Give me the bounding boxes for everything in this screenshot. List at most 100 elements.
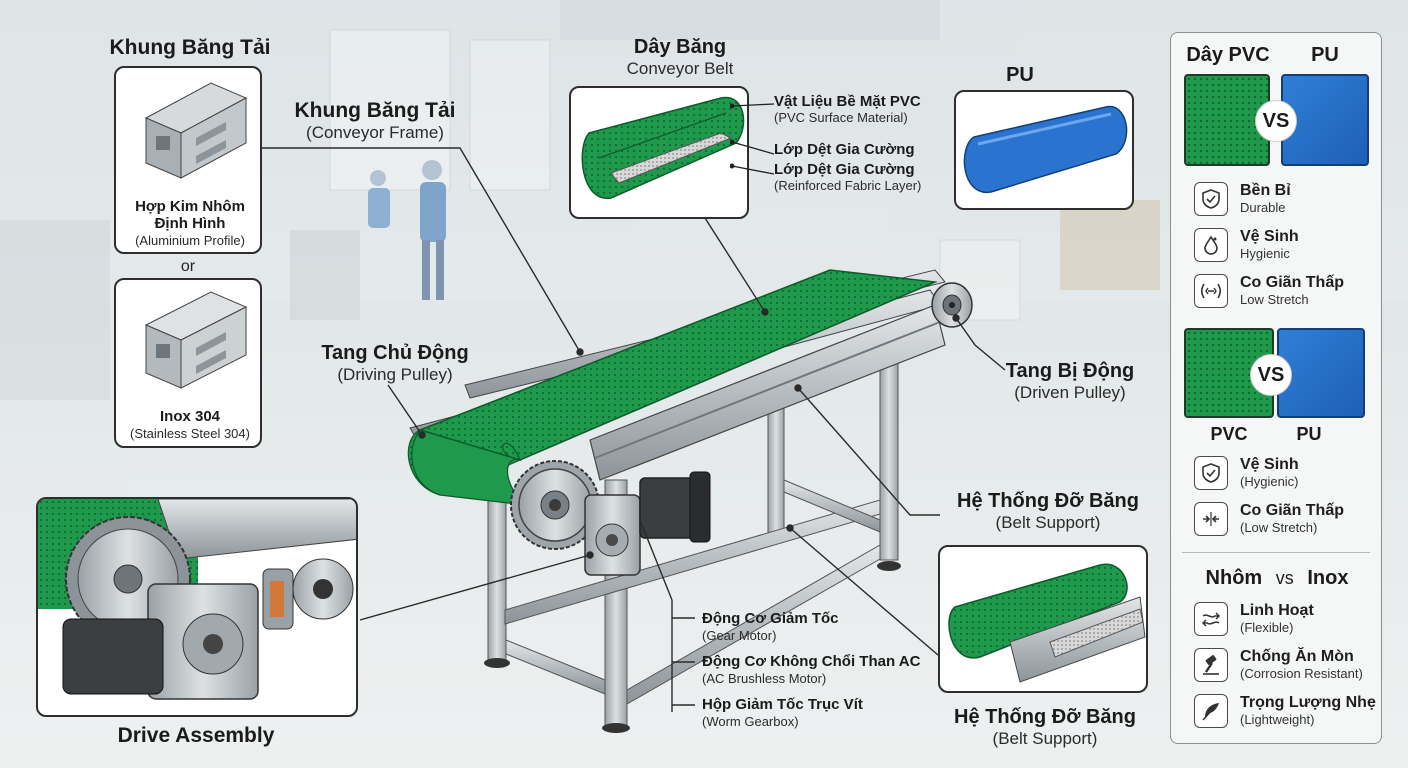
- feature-c-3: Trọng Lượng Nhẹ(Lightweight): [1194, 694, 1376, 728]
- frame-card-title: Khung Băng Tải: [109, 36, 271, 59]
- pu-belt-card: [954, 90, 1134, 210]
- belt-support-2-title: Hệ Thống Đỡ Băng: [954, 706, 1136, 728]
- motor-part-2-title: Động Cơ Không Chổi Than AC: [702, 653, 921, 670]
- driving-pulley: [510, 460, 600, 550]
- feature-c-2-title: Chống Ăn Mòn: [1240, 648, 1354, 665]
- compress-icon: [1194, 502, 1228, 536]
- compare-vs: vs: [1275, 568, 1294, 588]
- frame-label-sub: (Conveyor Frame): [306, 123, 444, 142]
- motor-part-3-sub: (Worm Gearbox): [702, 714, 799, 729]
- feature-a-3-sub: Low Stretch: [1240, 292, 1309, 307]
- frame-label: Khung Băng Tải (Conveyor Frame): [290, 100, 460, 144]
- vs-badge-top: VS: [1255, 100, 1297, 142]
- droplet-icon: [1194, 228, 1228, 262]
- feature-a-2-sub: Hygienic: [1240, 246, 1290, 261]
- feature-c-2: Chống Ăn Mòn(Corrosion Resistant): [1194, 648, 1363, 682]
- inox-profile-icon: [144, 291, 248, 389]
- belt-support-icon: [948, 563, 1146, 683]
- feather-icon: [1194, 694, 1228, 728]
- motor-part-2-sub: (AC Brushless Motor): [702, 671, 827, 686]
- feature-b-2: Co Giãn Thấp(Low Stretch): [1194, 502, 1344, 536]
- pvc-label: PVC: [1210, 424, 1248, 444]
- pu-card-title: PU: [1006, 64, 1034, 86]
- frame-label-title: Khung Băng Tải: [294, 99, 456, 122]
- motor-part-1-sub: (Gear Motor): [702, 628, 777, 643]
- feature-a-2-title: Vệ Sinh: [1240, 228, 1299, 245]
- pu-label: PU: [1296, 424, 1322, 444]
- vs-badge-bottom: VS: [1250, 354, 1292, 396]
- feature-b-2-title: Co Giãn Thấp: [1240, 502, 1344, 519]
- drive-assembly-card: [36, 497, 358, 717]
- shield-check-icon: [1194, 456, 1228, 490]
- feature-c-3-sub: (Lightweight): [1240, 712, 1315, 727]
- hammer-icon: [1194, 648, 1228, 682]
- feature-b-1: Vệ Sinh(Hygienic): [1194, 456, 1299, 490]
- driven-pulley-label: Tang Bị Động (Driven Pulley): [1000, 360, 1140, 404]
- feature-b-1-title: Vệ Sinh: [1240, 456, 1299, 473]
- belt-support-card: [938, 545, 1148, 693]
- belt-layer-3-sub: (Reinforced Fabric Layer): [774, 178, 922, 193]
- aluminium-profile-card: Hợp Kim Nhôm Định Hình (Aluminium Profil…: [114, 66, 262, 254]
- belt-label-sub: Conveyor Belt: [626, 59, 734, 78]
- panel-header-right: PU: [1311, 44, 1339, 66]
- belt-support-label: Hệ Thống Đỡ Băng (Belt Support): [948, 490, 1148, 534]
- motor-assembly: [584, 471, 711, 576]
- driven-pulley: [931, 282, 973, 328]
- belt-layer-2-title: Lớp Dệt Gia Cường: [774, 141, 915, 158]
- driven-pulley-title: Tang Bị Động: [1005, 360, 1135, 382]
- belt-label-title: Dây Băng: [633, 36, 727, 58]
- motor-part-1-title: Động Cơ Giảm Tốc: [702, 610, 839, 627]
- compare-left: Nhôm: [1205, 567, 1263, 589]
- belt-layers-card: [569, 86, 749, 219]
- panel-divider: [1182, 552, 1370, 553]
- belt-layers-legend: Vật Liệu Bề Mặt PVC (PVC Surface Materia…: [774, 94, 964, 194]
- feature-a-1-sub: Durable: [1240, 200, 1286, 215]
- feature-c-3-title: Trọng Lượng Nhẹ: [1240, 694, 1376, 711]
- feature-c-1-title: Linh Hoạt: [1240, 602, 1314, 619]
- material-compare-header: Nhôm vs Inox: [1184, 567, 1370, 590]
- belt-support-label-2: Hệ Thống Đỡ Băng (Belt Support): [940, 706, 1150, 750]
- belt-layer-1-title: Vật Liệu Bề Mặt PVC: [774, 93, 921, 110]
- belt-layers-icon: [581, 96, 745, 199]
- belt-layer-3-title: Lớp Dệt Gia Cường: [774, 161, 915, 178]
- belt-support-2-sub: (Belt Support): [992, 729, 1098, 748]
- belt-layer-1-sub: (PVC Surface Material): [774, 110, 908, 125]
- motor-part-3-title: Hộp Giảm Tốc Trục Vít: [702, 696, 863, 713]
- inox-name: Inox 304: [159, 408, 221, 425]
- driving-pulley-title: Tang Chủ Động: [321, 342, 469, 364]
- inox-sub: (Stainless Steel 304): [130, 426, 250, 441]
- feature-c-1-sub: (Flexible): [1240, 620, 1294, 635]
- aluminium-profile-icon: [144, 82, 248, 179]
- feature-a-1-title: Bền Bỉ: [1240, 182, 1291, 199]
- belt-legend-pointers: [730, 103, 774, 175]
- belt-support-sub: (Belt Support): [995, 513, 1101, 532]
- aluminium-sub: (Aluminium Profile): [135, 233, 245, 248]
- wave-arrows-icon: [1194, 602, 1228, 636]
- belt-label: Dây Băng Conveyor Belt: [600, 36, 760, 80]
- conveyor-legs: [484, 359, 901, 733]
- panel-header-left: Dây PVC: [1186, 44, 1270, 66]
- driving-pulley-label: Tang Chủ Động (Driving Pulley): [320, 342, 470, 386]
- drive-assembly-title: Drive Assembly: [117, 724, 275, 747]
- feature-b-1-sub: (Hygienic): [1240, 474, 1299, 489]
- driven-pulley-sub: (Driven Pulley): [1014, 383, 1126, 402]
- or-text: or: [180, 258, 196, 275]
- stretch-icon: [1194, 274, 1228, 308]
- feature-a-3-title: Co Giãn Thấp: [1240, 274, 1344, 291]
- belt-support-title: Hệ Thống Đỡ Băng: [957, 490, 1139, 512]
- aluminium-name: Hợp Kim Nhôm Định Hình: [135, 198, 245, 232]
- inox-profile-card: Inox 304 (Stainless Steel 304): [114, 278, 262, 448]
- main-conveyor: [407, 269, 973, 733]
- compare-right: Inox: [1307, 567, 1349, 589]
- pu-belt-icon: [963, 106, 1128, 193]
- motor-parts-legend: Động Cơ Giảm Tốc (Gear Motor) Động Cơ Kh…: [702, 610, 942, 730]
- driving-pulley-sub: (Driving Pulley): [337, 365, 453, 384]
- feature-c-2-sub: (Corrosion Resistant): [1240, 666, 1363, 681]
- shield-check-icon: [1194, 182, 1228, 216]
- feature-b-2-sub: (Low Stretch): [1240, 520, 1318, 535]
- feature-c-1: Linh Hoạt(Flexible): [1194, 602, 1314, 636]
- drive-assembly-icon: [38, 499, 356, 700]
